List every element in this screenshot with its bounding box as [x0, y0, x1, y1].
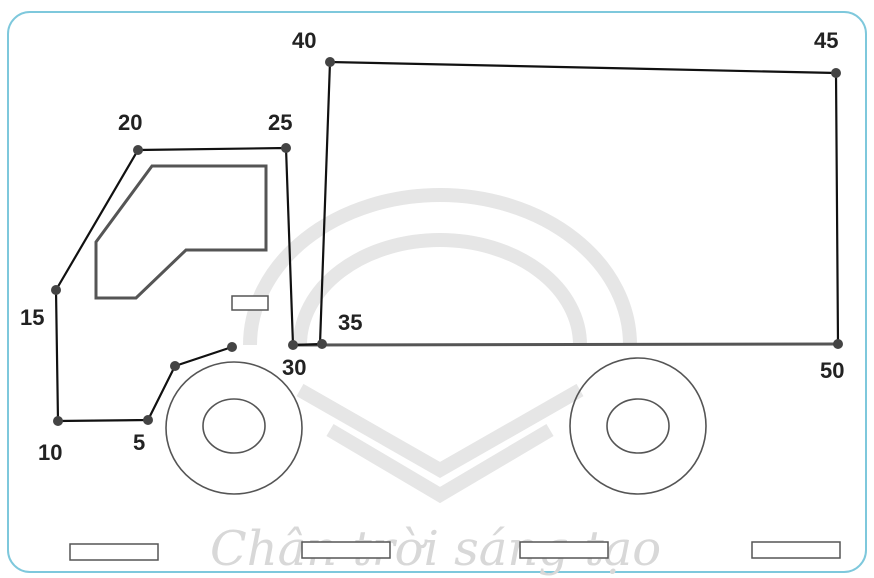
label-50: 50 [820, 358, 844, 383]
rear-wheel-tire [569, 357, 707, 495]
label-30: 30 [282, 355, 306, 380]
dot-25 [281, 143, 291, 153]
label-35: 35 [338, 310, 362, 335]
door-handle [231, 295, 269, 311]
dot-5 [143, 415, 153, 425]
road-dash-4 [751, 541, 841, 559]
cab-window [94, 164, 268, 300]
label-10: 10 [38, 440, 62, 465]
dot-45 [831, 68, 841, 78]
front-wheel [165, 361, 303, 495]
dot-35 [317, 339, 327, 349]
cargo-box-path [318, 60, 840, 345]
dot-b [170, 361, 180, 371]
label-15: 15 [20, 305, 44, 330]
frame-border [7, 11, 867, 573]
dot-15 [51, 285, 61, 295]
label-20: 20 [118, 110, 142, 135]
dot-40 [325, 57, 335, 67]
dot-10 [53, 416, 63, 426]
dot-30 [288, 340, 298, 350]
road-markings [69, 541, 841, 561]
label-25: 25 [268, 110, 292, 135]
watermark-emblem [243, 188, 637, 504]
rear-wheel [569, 357, 707, 495]
dot-50 [833, 339, 843, 349]
front-wheel-hub [202, 398, 266, 454]
dots [51, 57, 843, 426]
dot-20 [133, 145, 143, 155]
front-wheel-tire [165, 361, 303, 495]
road-dash-1 [69, 543, 159, 561]
rear-wheel-hub [606, 398, 670, 454]
road-dash-3 [519, 541, 609, 559]
label-5: 5 [133, 430, 145, 455]
label-40: 40 [292, 28, 316, 53]
road-dash-2 [301, 541, 391, 559]
label-45: 45 [814, 28, 838, 53]
chassis-line [291, 342, 839, 347]
dot-a [227, 342, 237, 352]
